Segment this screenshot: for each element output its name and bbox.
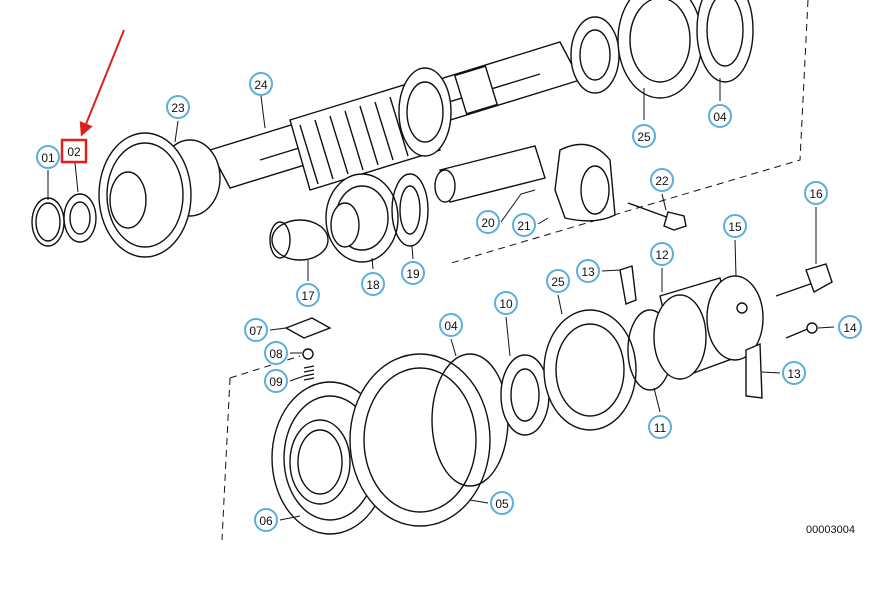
- countershaft-parts: [269, 143, 687, 263]
- callout-label: 25: [551, 275, 565, 289]
- callout-label: 05: [495, 497, 509, 511]
- callout-circle: [782, 361, 806, 385]
- callout-circle: [476, 210, 500, 234]
- input-shaft-assembly: [31, 0, 754, 258]
- callout-label: 24: [254, 78, 268, 92]
- callout-11: 11: [648, 415, 672, 439]
- callout-label: 16: [809, 187, 823, 201]
- callout-label: 04: [713, 110, 727, 124]
- callout-24: 24: [249, 72, 273, 96]
- callout-16: 16: [804, 181, 828, 205]
- callout-label: 04: [444, 319, 458, 333]
- callout-circle: [36, 145, 60, 169]
- callout-label: 13: [581, 265, 595, 279]
- callout-12: 12: [650, 242, 674, 266]
- callout-25: 25: [632, 124, 656, 148]
- callout-circle: [264, 341, 288, 365]
- callout-circle: [244, 318, 268, 342]
- lower-gear-assembly: [271, 263, 833, 535]
- callout-label: 22: [655, 174, 669, 188]
- callout-circle: [576, 259, 600, 283]
- callout-circle: [804, 181, 828, 205]
- callout-07: 07: [244, 318, 268, 342]
- callout-label: 09: [269, 375, 283, 389]
- callout-circle: [632, 124, 656, 148]
- callout-circle: [249, 72, 273, 96]
- callout-01: 01: [36, 145, 60, 169]
- callout-22: 22: [650, 168, 674, 192]
- callout-label: 25: [637, 130, 651, 144]
- callout-circle: [838, 315, 862, 339]
- callout-label: 08: [269, 347, 283, 361]
- callout-label: 19: [406, 267, 420, 281]
- callout-20: 20: [476, 210, 500, 234]
- callout-label: 23: [171, 101, 185, 115]
- callout-label: 01: [41, 151, 55, 165]
- callout-21: 21: [512, 213, 536, 237]
- callout-label: 20: [481, 216, 495, 230]
- callout-label: 06: [259, 514, 273, 528]
- callout-label: 13: [787, 367, 801, 381]
- callout-circle: [708, 104, 732, 128]
- callout-02: 02: [60, 138, 88, 164]
- callout-circle: [490, 491, 514, 515]
- callout-circle: [254, 508, 278, 532]
- callout-layer: 01 02 23 24 25 04 22 20 21 19 18 17 16 15 12 13 25 10 04 07…: [36, 72, 862, 532]
- callout-15: 15: [723, 214, 747, 238]
- callout-08: 08: [264, 341, 288, 365]
- highlight-arrow: [79, 29, 125, 137]
- callout-19: 19: [401, 261, 425, 285]
- callout-17: 17: [296, 283, 320, 307]
- callout-circle: [296, 283, 320, 307]
- callout-circle: [650, 242, 674, 266]
- callout-label: 18: [366, 278, 380, 292]
- callout-circle: [439, 313, 463, 337]
- callout-circle: [546, 269, 570, 293]
- callout-label: 21: [517, 219, 531, 233]
- callout-label: 11: [654, 421, 667, 435]
- callout-label: 10: [499, 297, 513, 311]
- callout-04: 04: [708, 104, 732, 128]
- callout-label: 14: [843, 321, 857, 335]
- callout-06: 06: [254, 508, 278, 532]
- callout-13: 13: [782, 361, 806, 385]
- callout-23: 23: [166, 95, 190, 119]
- callout-circle: [723, 214, 747, 238]
- callout-14: 14: [838, 315, 862, 339]
- callout-circle: [361, 272, 385, 296]
- callout-circle: [650, 168, 674, 192]
- callout-circle: [264, 369, 288, 393]
- callout-label: 07: [249, 324, 263, 338]
- callout-25: 25: [546, 269, 570, 293]
- callout-04: 04: [439, 313, 463, 337]
- callout-label: 12: [655, 248, 669, 262]
- callout-09: 09: [264, 369, 288, 393]
- callout-label: 02: [67, 145, 81, 159]
- highlight-box: [60, 138, 88, 164]
- callout-13: 13: [576, 259, 600, 283]
- callout-circle: [512, 213, 536, 237]
- callout-circle: [648, 415, 672, 439]
- assembly-outline: [221, 0, 809, 541]
- callout-18: 18: [361, 272, 385, 296]
- callout-05: 05: [490, 491, 514, 515]
- callout-label: 15: [728, 220, 742, 234]
- callout-10: 10: [494, 291, 518, 315]
- callout-circle: [401, 261, 425, 285]
- callout-circle: [494, 291, 518, 315]
- callout-circle: [166, 95, 190, 119]
- drawing-number: 00003004: [806, 524, 855, 536]
- callout-label: 17: [301, 289, 315, 303]
- leader-lines: [47, 78, 835, 521]
